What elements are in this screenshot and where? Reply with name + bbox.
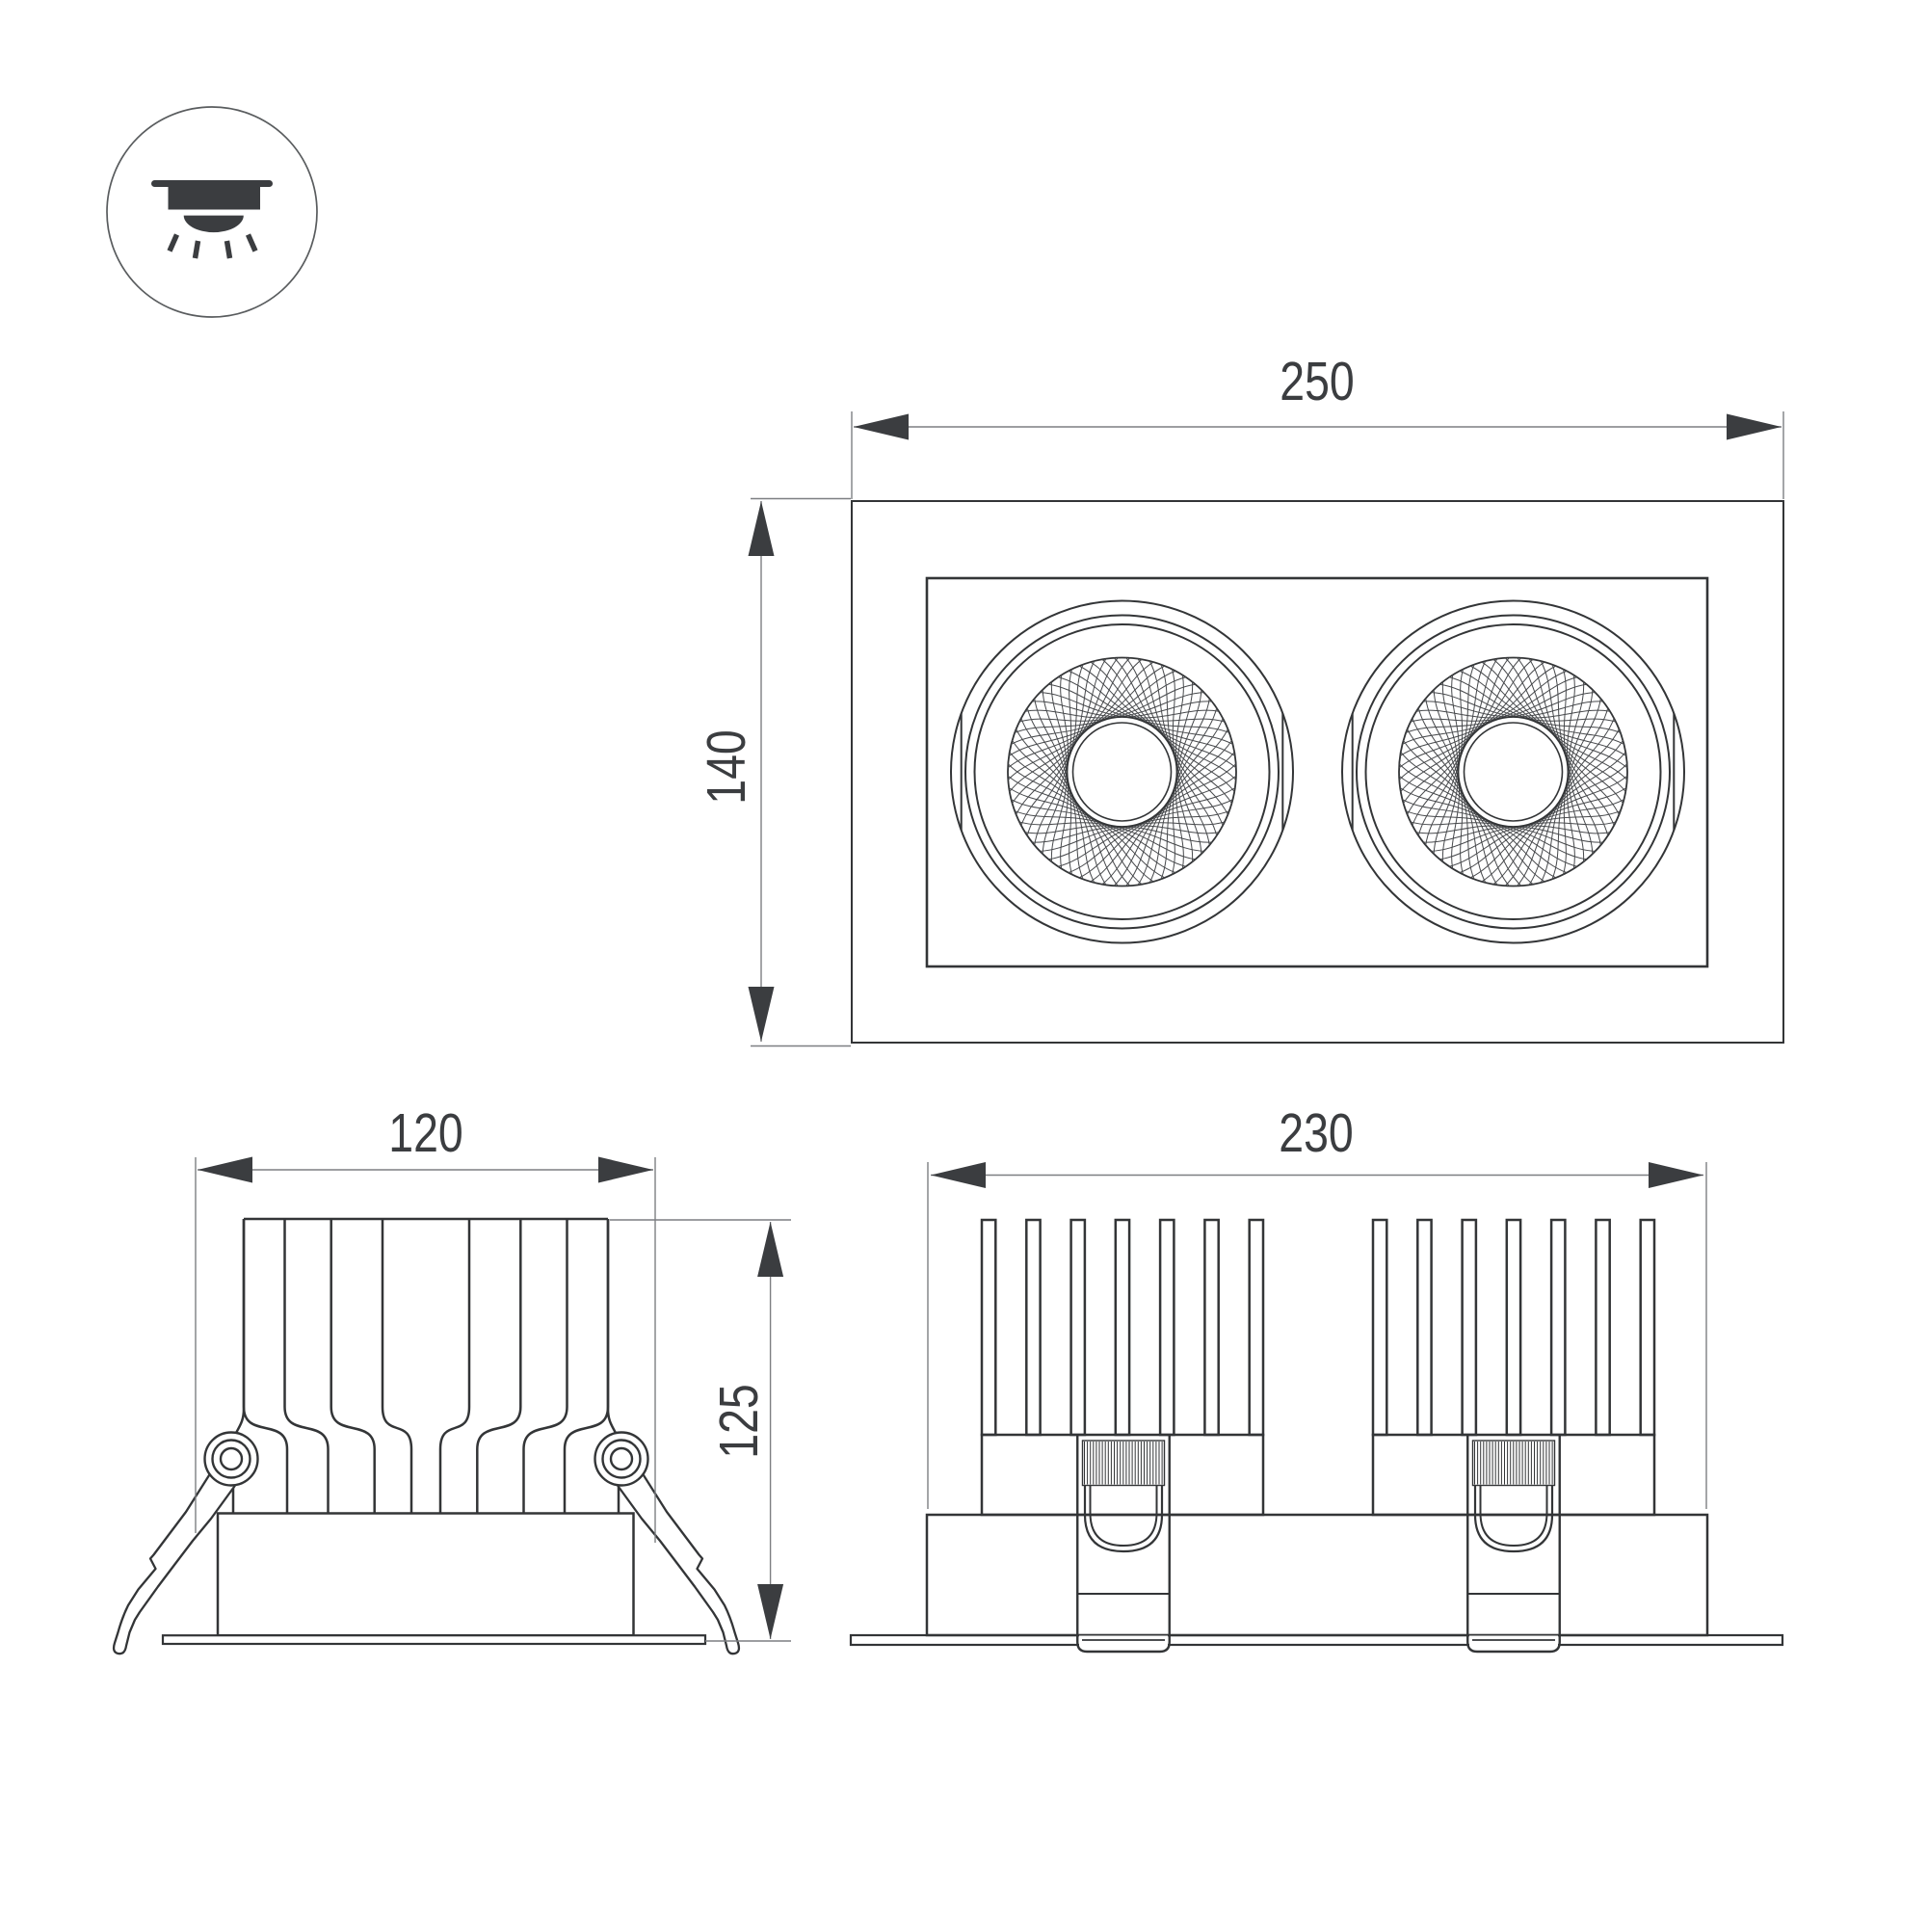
svg-text:250: 250 [1280, 352, 1354, 413]
svg-text:120: 120 [388, 1103, 462, 1165]
svg-text:140: 140 [697, 729, 758, 804]
svg-text:125: 125 [709, 1384, 771, 1458]
svg-text:230: 230 [1279, 1103, 1353, 1165]
